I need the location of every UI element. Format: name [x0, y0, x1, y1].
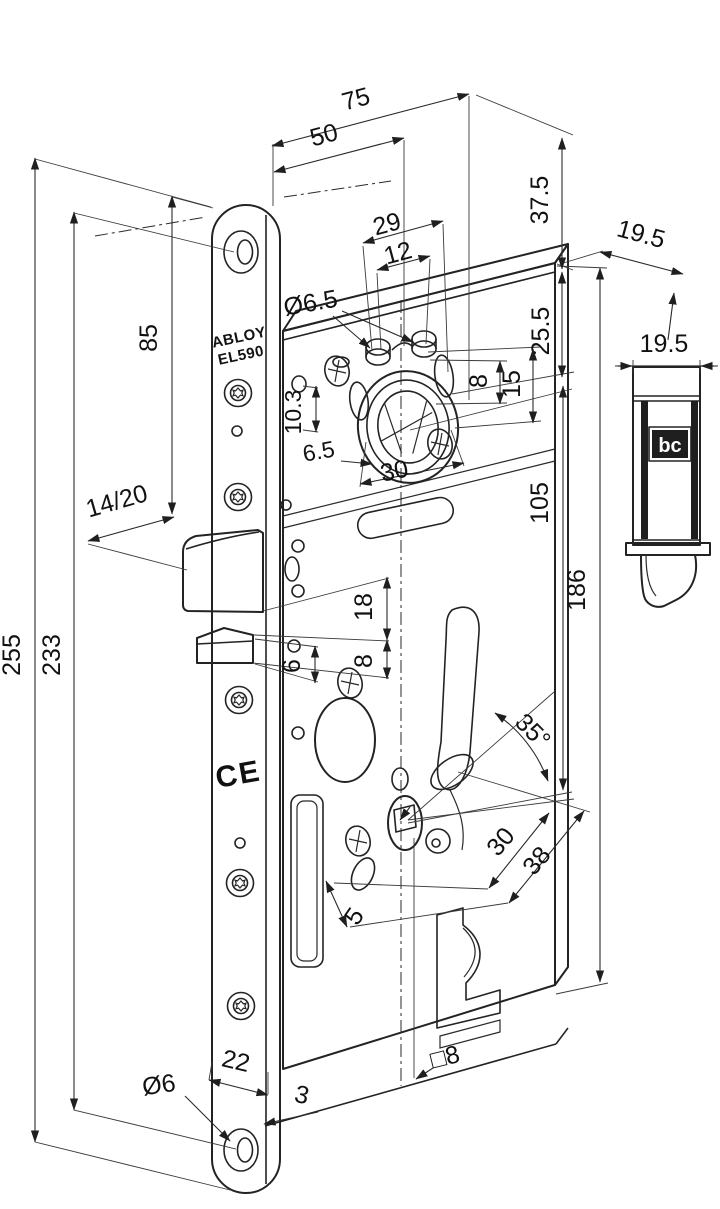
- dim-top-holes-inner: 12: [381, 236, 415, 270]
- dim-top-to-latch: 85: [135, 324, 163, 352]
- dim-aux-offset: 6: [278, 659, 306, 673]
- cylinder-side-slot-right: [433, 354, 455, 398]
- dim-backset: 50: [307, 118, 341, 152]
- case-bottom-cutout: [436, 907, 501, 1049]
- dim-case-depth: 75: [339, 82, 373, 116]
- detail-latch-tip: [640, 554, 697, 608]
- side-stamp-logo: bc: [658, 435, 681, 457]
- countersunk-hole-bottom: [223, 1128, 259, 1172]
- dim-10-3: 10.3: [280, 390, 306, 435]
- dim-top-holes-span: 29: [370, 207, 404, 241]
- torx-screw: [223, 378, 253, 408]
- dim-case-width: 19.5: [614, 214, 668, 254]
- case-mid-features: [280, 496, 480, 851]
- dim-15: 15: [498, 370, 526, 398]
- dimensions: 255 233 85 14/20 75 50 37.5 19.5 29 12 Ø…: [0, 82, 718, 1143]
- dim-top-offset: 37.5: [526, 176, 554, 225]
- dim-25-5: 25.5: [527, 307, 555, 356]
- dim-diag-38: 38: [517, 841, 556, 880]
- torx-screw: [226, 991, 256, 1021]
- dim-top-hole-dia: Ø6.5: [281, 285, 339, 322]
- dim-aux-height: 8: [350, 654, 378, 668]
- case-slot-plate: [290, 794, 324, 968]
- follower-hub: [341, 767, 451, 891]
- small-hole: [231, 425, 243, 437]
- dim-total-length: 255: [0, 634, 26, 676]
- dim-fixing-hole-centers: 233: [38, 634, 66, 676]
- torx-screw: [224, 685, 254, 715]
- dim-spindle-square: □8: [428, 1040, 463, 1074]
- dim-cylinder-width: 30: [378, 455, 411, 488]
- countersunk-hole-top: [223, 230, 259, 274]
- dim-detail-width: 19.5: [640, 330, 689, 358]
- dim-faceplate-width: 22: [219, 1044, 252, 1078]
- torx-screw: [223, 482, 253, 512]
- dim-6-5: 6.5: [301, 436, 337, 467]
- small-hole: [291, 375, 307, 393]
- dim-5: 5: [339, 903, 370, 930]
- dim-8-top: 8: [465, 374, 493, 388]
- auxiliary-latch: [196, 627, 254, 664]
- side-detail-view: bc: [625, 366, 711, 608]
- ce-mark: CE: [213, 754, 264, 794]
- torx-screw: [225, 868, 255, 898]
- extension-lines: [34, 94, 701, 1191]
- dim-handle-angle: 35°: [509, 708, 556, 755]
- latch-bolt: [182, 529, 264, 613]
- faceplate: ABLOY EL590 CE: [210, 204, 281, 1194]
- dim-latch-height: 18: [350, 593, 378, 621]
- dim-cyl-to-follower: 105: [526, 482, 554, 524]
- dim-latch-throw: 14/20: [83, 479, 151, 523]
- dim-edge-to-bottom: 186: [563, 569, 591, 611]
- dim-faceplate-thickness: 3: [292, 1080, 312, 1110]
- small-hole: [234, 837, 246, 849]
- centerlines: [94, 180, 415, 1086]
- dim-bottom-hole-dia: Ø6: [140, 1069, 177, 1101]
- cylinder-side-slot-left: [348, 381, 370, 421]
- case-top-holes: [332, 330, 437, 368]
